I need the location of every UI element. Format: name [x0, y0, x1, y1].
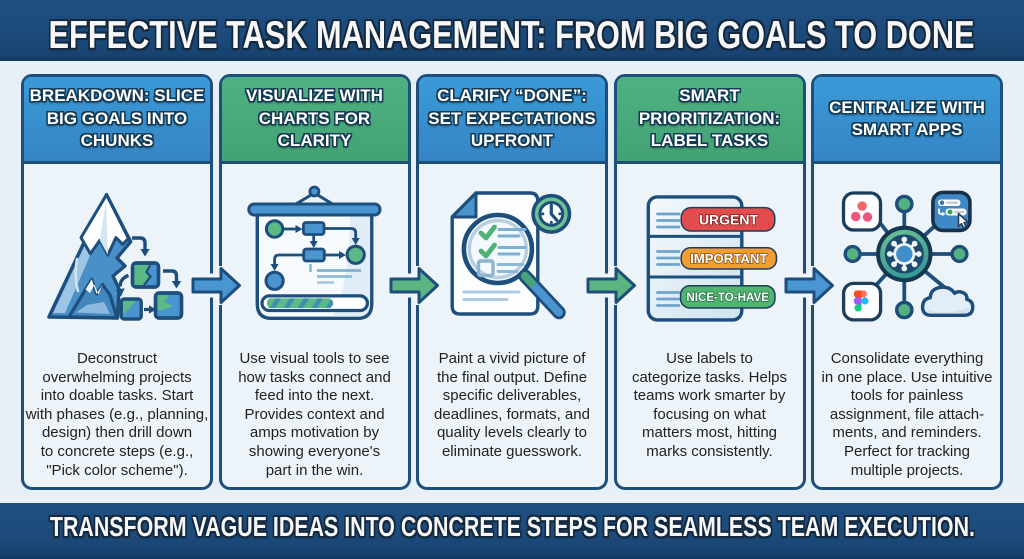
svg-text:NICE-TO-HAVE: NICE-TO-HAVE [686, 291, 769, 304]
svg-text:IMPORTANT: IMPORTANT [690, 251, 767, 266]
svg-text:URGENT: URGENT [698, 211, 758, 227]
